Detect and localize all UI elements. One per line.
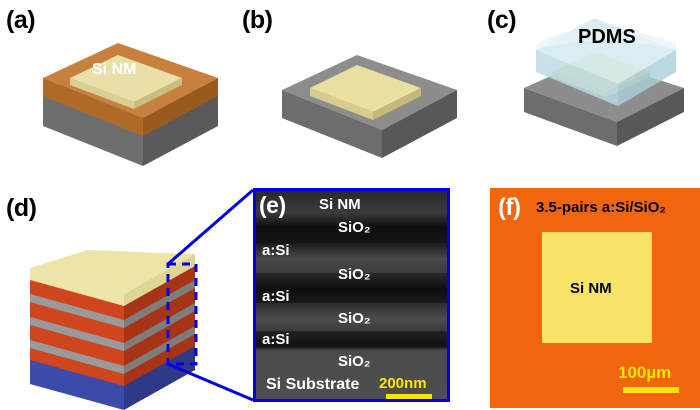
panel-a-illustration <box>30 38 230 166</box>
sem-label-asi-1: a:Si <box>262 242 290 259</box>
optical-scale-bar <box>623 387 679 393</box>
sem-label-asi-3: a:Si <box>262 331 290 348</box>
panel-f-title: 3.5-pairs a:Si/SiO₂ <box>536 199 667 216</box>
panel-d-letter: (d) <box>6 194 37 222</box>
panel-c-letter: (c) <box>487 6 517 34</box>
panel-e-sem-image: (e) Si NM SiO₂ a:Si SiO₂ a:Si SiO₂ a:Si … <box>253 188 450 402</box>
panel-f-letter: (f) <box>498 194 521 221</box>
sem-scale-bar <box>386 394 432 399</box>
panel-d-illustration <box>20 250 220 410</box>
sem-label-sio2-4: SiO₂ <box>338 353 371 370</box>
panel-b-letter: (b) <box>242 6 273 34</box>
sem-scale-bar-label: 200nm <box>379 375 427 392</box>
optical-si-nm-square <box>542 232 652 343</box>
sem-label-sio2-3: SiO₂ <box>338 310 371 327</box>
panel-c-illustration <box>516 10 696 150</box>
panel-a-letter: (a) <box>6 6 36 34</box>
sem-label-asi-2: a:Si <box>262 288 290 305</box>
panel-e-letter: (e) <box>259 192 286 218</box>
panel-a-si-nm-label: Si NM <box>92 61 137 78</box>
panel-f-optical-image: (f) 3.5-pairs a:Si/SiO₂ Si NM 100µm <box>490 188 700 408</box>
panel-b-illustration <box>272 42 472 162</box>
sem-label-sio2-1: SiO₂ <box>338 219 371 236</box>
panel-f-si-nm-label: Si NM <box>570 280 612 297</box>
sem-label-sio2-2: SiO₂ <box>338 266 371 283</box>
sem-label-si-nm: Si NM <box>319 196 361 213</box>
panel-c-pdms-label: PDMS <box>578 26 636 48</box>
optical-scale-bar-label: 100µm <box>618 363 672 382</box>
sem-label-si-substrate: Si Substrate <box>266 376 360 393</box>
sem-substrate-region <box>256 343 447 399</box>
